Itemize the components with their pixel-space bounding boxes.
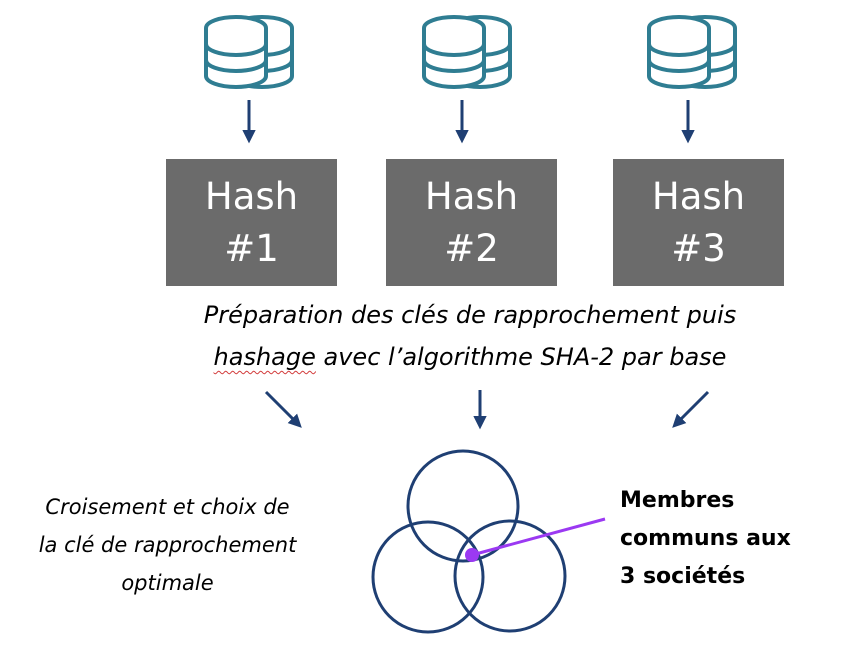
diagonal-arrow-right [672, 390, 710, 428]
hash-box-2-title: Hash [424, 174, 519, 218]
hash-box-1-number: #1 [224, 226, 279, 270]
hash-box-3-title: Hash [651, 174, 746, 218]
venn-circle-top [406, 449, 520, 563]
hash-box-1-title: Hash [204, 174, 299, 218]
left-description-line-1: Croisement et choix de [45, 495, 290, 519]
caption-text: Préparation des clés de rapprochement pu… [150, 294, 790, 378]
hash-box-2: Hash #2 [386, 159, 557, 286]
left-description-line-2: la clé de rapprochement [38, 533, 297, 557]
common-members-line-1: Membres [620, 488, 735, 513]
down-arrow-3 [681, 100, 695, 144]
database-icon-3 [643, 8, 741, 96]
hash-box-2-number: #2 [444, 226, 499, 270]
common-members-line-3: 3 sociétés [620, 564, 746, 589]
pointer-line [471, 517, 606, 557]
down-arrow-2 [455, 100, 469, 144]
caption-line-1: Préparation des clés de rapprochement pu… [203, 301, 737, 329]
database-icon-2 [418, 8, 516, 96]
down-arrow-1 [242, 100, 256, 144]
common-members-line-2: communs aux [620, 526, 791, 551]
left-description: Croisement et choix de la clé de rapproc… [0, 488, 335, 602]
hash-box-3-number: #3 [671, 226, 726, 270]
venn-circle-left [371, 520, 485, 634]
database-icon-1 [200, 8, 298, 96]
hash-box-1: Hash #1 [166, 159, 337, 286]
common-members-label: Membres communs aux 3 sociétés [620, 482, 840, 596]
pointer-dot [465, 548, 479, 562]
diagonal-arrow-left [264, 390, 302, 428]
caption-line-2: hashage avec l’algorithme SHA-2 par base [150, 336, 790, 378]
caption-word-hashage: hashage [213, 343, 316, 371]
venn-circle-right [453, 519, 567, 633]
venn-diagram [371, 449, 606, 634]
caption-line-2-rest: avec l’algorithme SHA-2 par base [315, 343, 727, 371]
down-arrow-center [473, 390, 487, 430]
hash-box-3: Hash #3 [613, 159, 784, 286]
left-description-line-3: optimale [121, 571, 214, 595]
